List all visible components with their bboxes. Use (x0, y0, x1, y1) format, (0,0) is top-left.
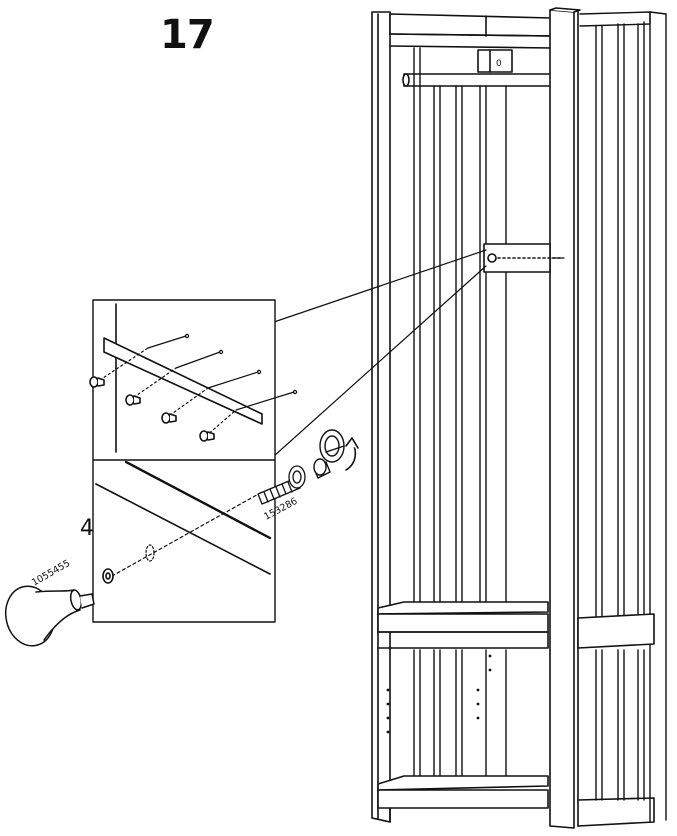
large-knob (4, 585, 95, 647)
label-tag-text: 0 (496, 59, 502, 69)
back-slats (413, 47, 507, 781)
hanging-rod (403, 73, 553, 87)
step-number: 17 (160, 12, 215, 58)
washer (102, 568, 114, 584)
label-tag (477, 49, 513, 73)
shelf-holes (386, 654, 492, 734)
knob-bracket (483, 243, 551, 273)
knob-head (313, 429, 345, 479)
bottom-shelf (377, 775, 549, 791)
detail-upper (89, 303, 298, 453)
knob-part-number: 1055455 (30, 558, 72, 589)
side-rail (577, 613, 655, 649)
detail-lower (95, 460, 272, 584)
left-post (371, 11, 391, 823)
right-front-post (549, 9, 575, 829)
side-panel (579, 11, 667, 823)
detail-callout (89, 249, 487, 623)
cabinet-frame: 0 (371, 7, 667, 829)
small-knobs (89, 376, 215, 442)
rotate-arrow-icon (345, 437, 359, 471)
top-rail (389, 13, 553, 37)
middle-shelf (377, 601, 549, 615)
threaded-screw (257, 465, 306, 505)
